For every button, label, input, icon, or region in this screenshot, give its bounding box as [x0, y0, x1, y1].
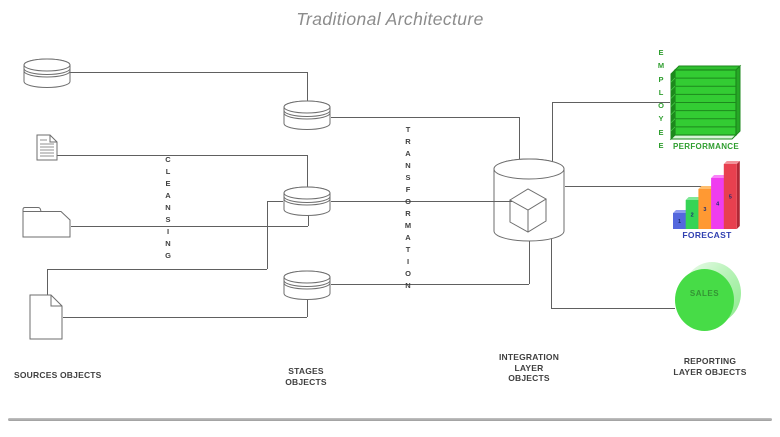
integration-label-line3: OBJECTS — [508, 373, 550, 383]
stage-database-icon-2 — [283, 186, 331, 216]
performance-chart — [669, 64, 742, 141]
cube-icon — [509, 188, 547, 233]
sales-label: SALES — [689, 289, 720, 298]
reporting-label-line1: REPORTING — [683, 356, 737, 366]
connector-segment — [552, 102, 670, 103]
connector-segment — [529, 238, 530, 284]
connector-segment — [63, 317, 307, 318]
integration-label-line2: LAYER — [514, 362, 544, 373]
connector-segment — [331, 117, 519, 118]
stages-label-line1: STAGES — [288, 366, 324, 376]
connector-segment — [47, 269, 48, 296]
connector-segment — [57, 155, 307, 156]
connector-segment — [565, 186, 710, 187]
connector-segment — [307, 155, 308, 187]
connector-segment — [307, 72, 308, 101]
sales-circle — [675, 269, 734, 331]
integration-cylinder-icon — [493, 158, 565, 242]
forecast-bar: 5 — [723, 161, 740, 229]
connector-segment — [551, 238, 552, 308]
performance-rows — [670, 77, 736, 132]
connector-segment — [71, 226, 308, 227]
employee-vertical-label: E M P L O Y E E — [657, 48, 665, 151]
connector-segment — [551, 308, 675, 309]
forecast-bar-number: 3 — [703, 207, 706, 213]
connector-segment — [552, 102, 553, 162]
forecast-bar-number: 4 — [716, 202, 720, 208]
sources-objects-label: SOURCES OBJECTS — [14, 370, 102, 380]
connector-segment — [47, 269, 267, 270]
performance-label: PERFORMANCE — [673, 142, 739, 151]
connector-segment — [267, 201, 268, 269]
connector-segment — [69, 72, 307, 73]
source-database-icon — [23, 58, 71, 88]
stage-database-icon-1 — [283, 100, 331, 130]
transformation-vertical-label: T R A N S F O R M A T I O N — [404, 125, 412, 290]
reporting-layer-objects-label: REPORTING LAYER OBJECTS — [660, 356, 760, 377]
stage-database-icon-3 — [283, 270, 331, 300]
connector-segment — [331, 201, 512, 202]
diagram-title: Traditional Architecture — [296, 9, 484, 29]
integration-layer-objects-label: INTEGRATION LAYER OBJECTS — [489, 352, 569, 384]
stages-label-line2: OBJECTS — [285, 376, 327, 387]
page-icon — [29, 294, 63, 340]
forecast-bar-number: 2 — [691, 213, 694, 219]
stages-objects-label: STAGES OBJECTS — [276, 366, 336, 387]
connector-segment — [519, 117, 520, 163]
cleansing-vertical-label: C L E A N S I N G — [165, 155, 171, 260]
forecast-bar-number: 5 — [729, 195, 732, 201]
document-icon — [36, 134, 58, 161]
connector-segment — [307, 300, 308, 317]
integration-label-line1: INTEGRATION — [498, 352, 560, 362]
forecast-bar-number: 1 — [678, 219, 681, 225]
forecast-label: FORECAST — [682, 230, 732, 240]
forecast-chart: 1 2 3 4 5 — [673, 161, 740, 229]
connector-segment — [331, 284, 529, 285]
bottom-divider — [8, 418, 772, 421]
folder-icon — [22, 207, 71, 238]
connector-segment — [308, 215, 309, 226]
reporting-label-line2: LAYER OBJECTS — [673, 366, 747, 377]
connector-segment — [267, 201, 283, 202]
